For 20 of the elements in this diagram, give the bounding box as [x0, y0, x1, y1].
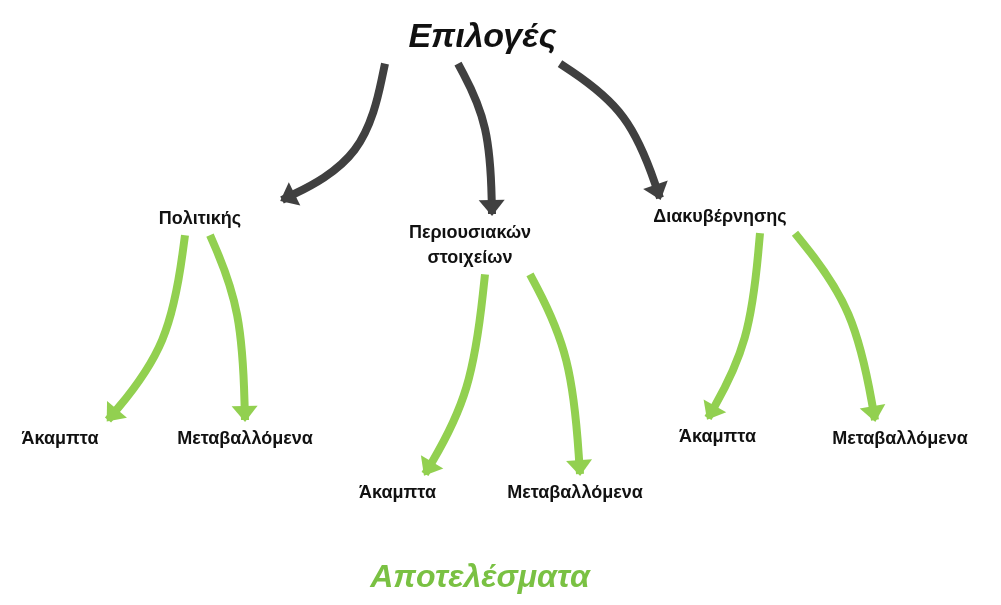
- arrow: [791, 230, 886, 422]
- arrow: [104, 234, 189, 423]
- node-label: Άκαμπτα: [358, 481, 437, 504]
- node-label: Μεταβαλλόμενα: [176, 427, 314, 450]
- node-label: Άκαμπτα: [20, 427, 100, 450]
- node-label: Διακυβέρνησης: [652, 205, 788, 228]
- node-label: Μεταβαλλόμενα: [506, 481, 644, 504]
- arrow: [454, 61, 505, 216]
- arrow: [206, 233, 258, 422]
- arrow: [703, 232, 764, 420]
- arrow: [420, 273, 489, 477]
- arrow: [526, 272, 593, 476]
- heading: Επιλογές: [407, 15, 558, 56]
- node-label: Πολιτικής: [157, 207, 243, 230]
- node-label: Άκαμπτα: [678, 425, 757, 448]
- arrow: [557, 60, 668, 200]
- outcome-label: Αποτελέσματα: [369, 558, 592, 595]
- arrow: [280, 62, 389, 206]
- node-label: Μεταβαλλόμενα: [831, 427, 969, 450]
- node-label: Περιουσιακών στοιχείων: [407, 221, 533, 270]
